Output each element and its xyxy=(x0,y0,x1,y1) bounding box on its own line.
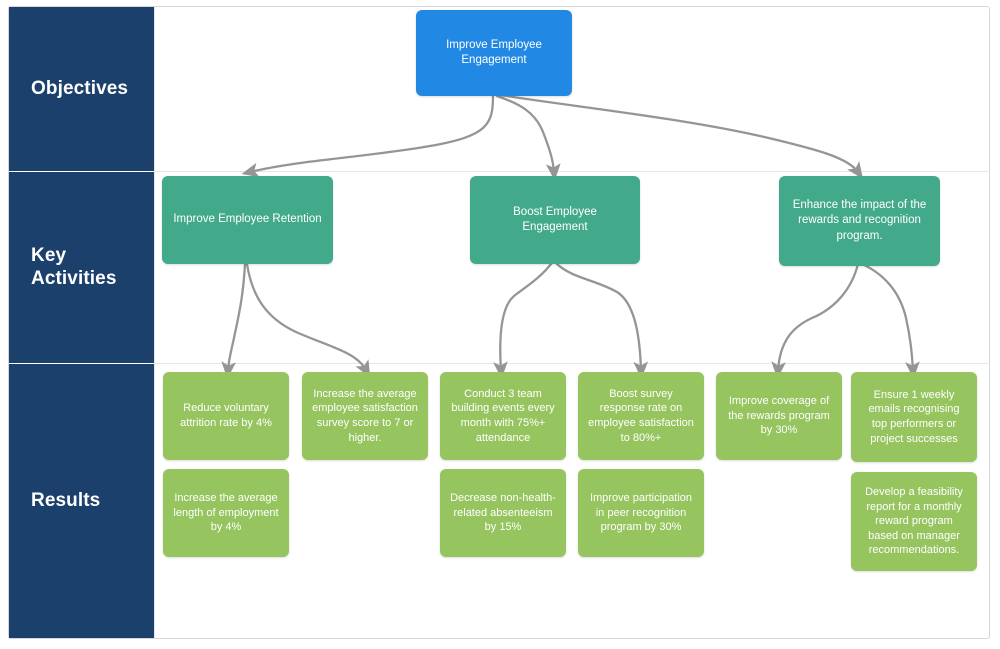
result-node-label: Develop a feasibility report for a month… xyxy=(865,486,963,557)
result-node-weekly-recognition-emails[interactable]: Ensure 1 weekly emails recognising top p… xyxy=(851,372,977,462)
lane-label-objectives: Objectives xyxy=(9,7,154,171)
result-node-feasibility-report-reward-program[interactable]: Develop a feasibility report for a month… xyxy=(851,472,977,571)
objective-node-improve-employee-engagement[interactable]: Improve Employee Engagement xyxy=(416,10,572,96)
lane-key-activities-text: Key Activities xyxy=(31,245,117,289)
result-node-improve-rewards-coverage[interactable]: Improve coverage of the rewards program … xyxy=(716,372,842,460)
result-node-label: Ensure 1 weekly emails recognising top p… xyxy=(868,388,960,445)
result-node-label: Improve coverage of the rewards program … xyxy=(728,395,830,437)
result-node-conduct-team-building-events[interactable]: Conduct 3 team building events every mon… xyxy=(440,372,566,460)
activity-node-improve-employee-retention[interactable]: Improve Employee Retention xyxy=(162,176,333,264)
objective-node-label: Improve Employee Engagement xyxy=(446,38,542,66)
result-node-increase-satisfaction-survey-score[interactable]: Increase the average employee satisfacti… xyxy=(302,372,428,460)
result-node-reduce-voluntary-attrition[interactable]: Reduce voluntary attrition rate by 4% xyxy=(163,372,289,460)
activity-node-label: Enhance the impact of the rewards and re… xyxy=(792,199,927,242)
result-node-decrease-absenteeism[interactable]: Decrease non-health-related absenteeism … xyxy=(440,469,566,557)
lane-divider-objectives-activities xyxy=(154,171,990,172)
result-node-boost-survey-response-rate[interactable]: Boost survey response rate on employee s… xyxy=(578,372,704,460)
result-node-increase-length-of-employment[interactable]: Increase the average length of employmen… xyxy=(163,469,289,557)
activity-node-label: Improve Employee Retention xyxy=(173,213,322,226)
lane-divider-activities-results xyxy=(154,363,990,364)
activity-node-boost-employee-engagement[interactable]: Boost Employee Engagement xyxy=(470,176,640,264)
result-node-label: Boost survey response rate on employee s… xyxy=(588,387,694,444)
result-node-label: Increase the average length of employmen… xyxy=(173,492,279,534)
lane-label-results: Results xyxy=(9,364,154,638)
lane-column-edge xyxy=(154,7,155,638)
result-node-peer-recognition-participation[interactable]: Improve participation in peer recognitio… xyxy=(578,469,704,557)
result-node-label: Increase the average employee satisfacti… xyxy=(312,387,418,444)
result-node-label: Reduce voluntary attrition rate by 4% xyxy=(180,402,272,429)
activity-node-enhance-rewards-recognition[interactable]: Enhance the impact of the rewards and re… xyxy=(779,176,940,266)
result-node-label: Conduct 3 team building events every mon… xyxy=(451,387,555,444)
lane-objectives-text: Objectives xyxy=(31,77,129,99)
lane-results-text: Results xyxy=(31,489,101,511)
activity-node-label: Boost Employee Engagement xyxy=(513,205,597,233)
result-node-label: Improve participation in peer recognitio… xyxy=(589,492,693,534)
result-node-label: Decrease non-health-related absenteeism … xyxy=(450,492,556,534)
lane-label-key-activities: Key Activities xyxy=(9,172,154,363)
